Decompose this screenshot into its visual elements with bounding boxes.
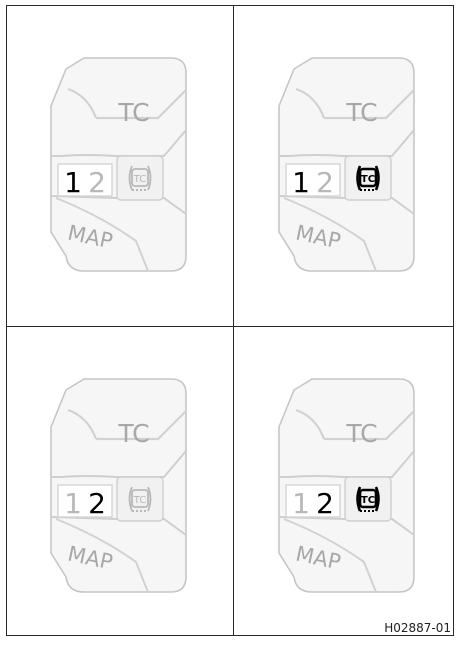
figure-reference: H02887-01 — [384, 621, 451, 635]
tc-warning-icon: TC — [358, 166, 379, 190]
tc-switch-label: TC — [345, 419, 377, 448]
map-digit-2: 2 — [316, 487, 334, 520]
map-digit-2: 2 — [88, 166, 106, 199]
map-digit-2: 2 — [316, 166, 334, 199]
map-digit-2: 2 — [88, 487, 106, 520]
tc-warning-icon: TC — [358, 487, 379, 511]
svg-text:TC: TC — [133, 174, 147, 185]
svg-text:TC: TC — [133, 495, 147, 506]
map-digit-1: 1 — [64, 166, 82, 199]
tc-switch-label: TC — [117, 98, 149, 127]
tc-switch-label: TC — [345, 98, 377, 127]
map-digit-1: 1 — [292, 487, 310, 520]
tc-switch-label: TC — [117, 419, 149, 448]
svg-text:TC: TC — [361, 174, 375, 185]
map-digit-1: 1 — [292, 166, 310, 199]
svg-text:TC: TC — [361, 495, 375, 506]
map-digit-1: 1 — [64, 487, 82, 520]
